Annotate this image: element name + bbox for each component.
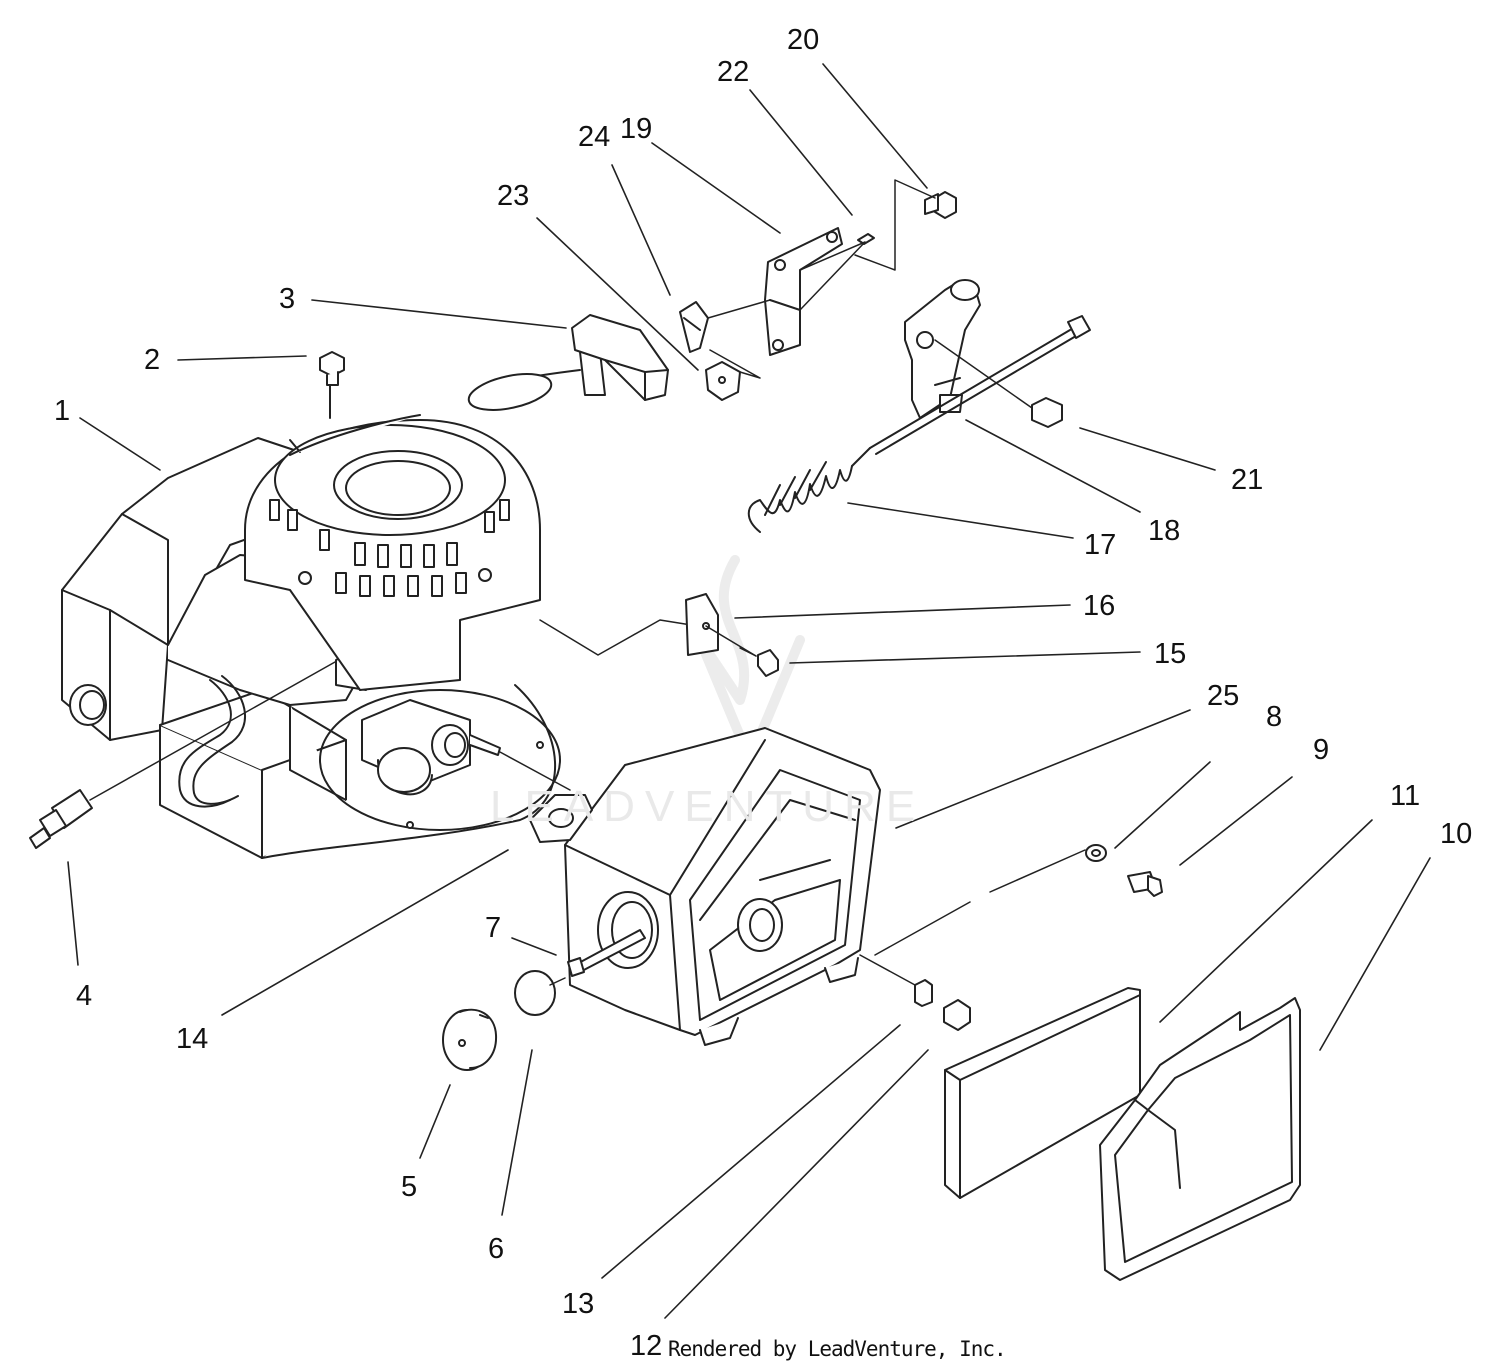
seal-6 — [514, 970, 566, 1016]
callout-7: 7 — [485, 912, 502, 944]
callout-14: 14 — [176, 1023, 209, 1055]
bolt-20 — [924, 191, 957, 219]
clip-24 — [679, 301, 709, 353]
callout-20: 20 — [787, 24, 820, 56]
cap-5 — [442, 1008, 498, 1071]
callout-3: 3 — [279, 283, 296, 315]
clip-23 — [705, 361, 741, 401]
gasket-14 — [499, 751, 593, 843]
spark-plug — [29, 661, 336, 849]
callout-12: 12 — [630, 1330, 663, 1362]
bolt-2-shape — [319, 351, 345, 419]
callout-leaders — [67, 63, 1431, 1319]
lead-line-16 — [539, 619, 711, 656]
stud-7 — [567, 929, 646, 977]
lead-lines-clips — [707, 241, 866, 379]
lead-line-8 — [874, 849, 1086, 956]
callout-13: 13 — [562, 1288, 595, 1320]
nut-12 — [859, 954, 971, 1031]
screw-15 — [705, 625, 779, 677]
screw-22 — [857, 233, 875, 245]
air-cleaner-cover-10 — [1099, 997, 1301, 1281]
callout-17: 17 — [1084, 529, 1117, 561]
callout-9: 9 — [1313, 734, 1330, 766]
callout-2: 2 — [144, 344, 161, 376]
washer-8 — [1085, 844, 1107, 862]
callout-18: 18 — [1148, 515, 1181, 547]
callout-1: 1 — [54, 395, 71, 427]
recoil-starter-housing — [244, 419, 541, 691]
callout-5: 5 — [401, 1171, 418, 1203]
starter-rope-handle — [289, 314, 669, 456]
callout-25: 25 — [1207, 680, 1240, 712]
nut-21 — [1031, 397, 1063, 428]
lead-line-20 — [854, 179, 936, 271]
control-bracket-19 — [764, 227, 843, 356]
engine-block — [61, 437, 561, 859]
callout-15: 15 — [1154, 638, 1187, 670]
callout-4: 4 — [76, 980, 93, 1012]
callout-10: 10 — [1440, 818, 1473, 850]
callout-6: 6 — [488, 1233, 505, 1265]
callout-22: 22 — [717, 56, 750, 88]
callout-8: 8 — [1266, 701, 1283, 733]
callout-21: 21 — [1231, 464, 1264, 496]
callout-23: 23 — [497, 180, 530, 212]
spacer-13 — [914, 979, 933, 1007]
air-cleaner-base — [564, 727, 881, 1046]
watermark-text: LEADVENTURE — [490, 782, 926, 831]
throttle-lever-18 — [904, 279, 981, 419]
plate-16 — [685, 593, 719, 656]
render-credit: Rendered by LeadVenture, Inc. — [668, 1337, 1007, 1361]
spring-17 — [747, 447, 871, 533]
callout-24: 24 — [578, 121, 611, 153]
callout-11: 11 — [1390, 780, 1421, 812]
throttle-rod — [869, 315, 1091, 455]
screw-9 — [1127, 871, 1163, 897]
starter-vents — [269, 499, 510, 597]
lead-line-21 — [934, 339, 1033, 409]
watermark-logo — [695, 555, 805, 765]
callout-19: 19 — [620, 113, 653, 145]
callout-16: 16 — [1083, 590, 1116, 622]
